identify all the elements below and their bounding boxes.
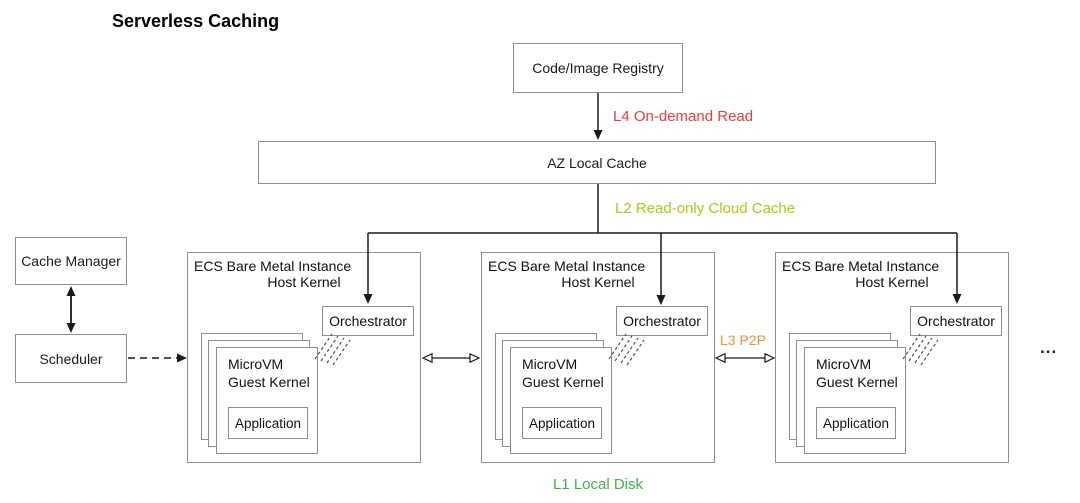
ecs-instance-3: ECS Bare Metal Instance Host Kernel Orch… bbox=[775, 252, 1009, 463]
code-image-registry-box: Code/Image Registry bbox=[513, 43, 683, 93]
edge-scheduler-instance-dashed bbox=[128, 353, 187, 363]
instance-title: ECS Bare Metal Instance bbox=[488, 258, 646, 274]
edge-p2p-arrow-2 bbox=[714, 352, 776, 364]
microvm-box: MicroVM Guest Kernel Application bbox=[510, 347, 612, 454]
microvm-label: MicroVM Guest Kernel bbox=[522, 355, 604, 392]
instance-title: ECS Bare Metal Instance bbox=[194, 258, 352, 274]
ecs-instance-2: ECS Bare Metal Instance Host Kernel Orch… bbox=[481, 252, 715, 463]
instance-subtitle: Host Kernel bbox=[855, 274, 929, 290]
stack-hatch-icon bbox=[902, 333, 939, 366]
microvm-box: MicroVM Guest Kernel Application bbox=[804, 347, 906, 454]
ecs-instance-1: ECS Bare Metal Instance Host Kernel Orch… bbox=[187, 252, 421, 463]
stack-hatch-icon bbox=[314, 333, 351, 366]
stack-hatch-icon bbox=[608, 333, 645, 366]
scheduler-box: Scheduler bbox=[15, 334, 127, 383]
edge-label-l2: L2 Read-only Cloud Cache bbox=[615, 200, 796, 217]
microvm-label-line2: Guest Kernel bbox=[816, 374, 898, 391]
more-instances-ellipsis: ... bbox=[1040, 338, 1058, 357]
application-box: Application bbox=[522, 407, 602, 439]
orchestrator-box: Orchestrator bbox=[616, 306, 708, 336]
edge-label-l4: L4 On-demand Read bbox=[613, 108, 754, 125]
microvm-box: MicroVM Guest Kernel Application bbox=[216, 347, 318, 454]
az-local-cache-box: AZ Local Cache bbox=[258, 141, 936, 184]
instance-subtitle: Host Kernel bbox=[267, 274, 341, 290]
instance-title: ECS Bare Metal Instance bbox=[782, 258, 940, 274]
application-box: Application bbox=[228, 407, 308, 439]
edge-cachemgr-scheduler bbox=[66, 286, 76, 333]
orchestrator-box: Orchestrator bbox=[910, 306, 1002, 336]
microvm-label-line1: MicroVM bbox=[522, 356, 578, 372]
microvm-label-line2: Guest Kernel bbox=[228, 374, 310, 391]
edge-label-l3: L3 P2P bbox=[720, 332, 766, 348]
microvm-label: MicroVM Guest Kernel bbox=[228, 355, 310, 392]
cache-manager-box: Cache Manager bbox=[15, 237, 127, 285]
orchestrator-box: Orchestrator bbox=[322, 306, 414, 336]
edge-p2p-arrow-1 bbox=[421, 352, 481, 364]
instance-subtitle: Host Kernel bbox=[561, 274, 635, 290]
microvm-label-line1: MicroVM bbox=[228, 356, 284, 372]
edge-label-l1: L1 Local Disk bbox=[552, 476, 644, 493]
application-box: Application bbox=[816, 407, 896, 439]
microvm-label: MicroVM Guest Kernel bbox=[816, 355, 898, 392]
diagram-title: Serverless Caching bbox=[112, 11, 280, 31]
microvm-label-line2: Guest Kernel bbox=[522, 374, 604, 391]
edge-l4-arrow bbox=[593, 93, 603, 140]
microvm-label-line1: MicroVM bbox=[816, 356, 872, 372]
